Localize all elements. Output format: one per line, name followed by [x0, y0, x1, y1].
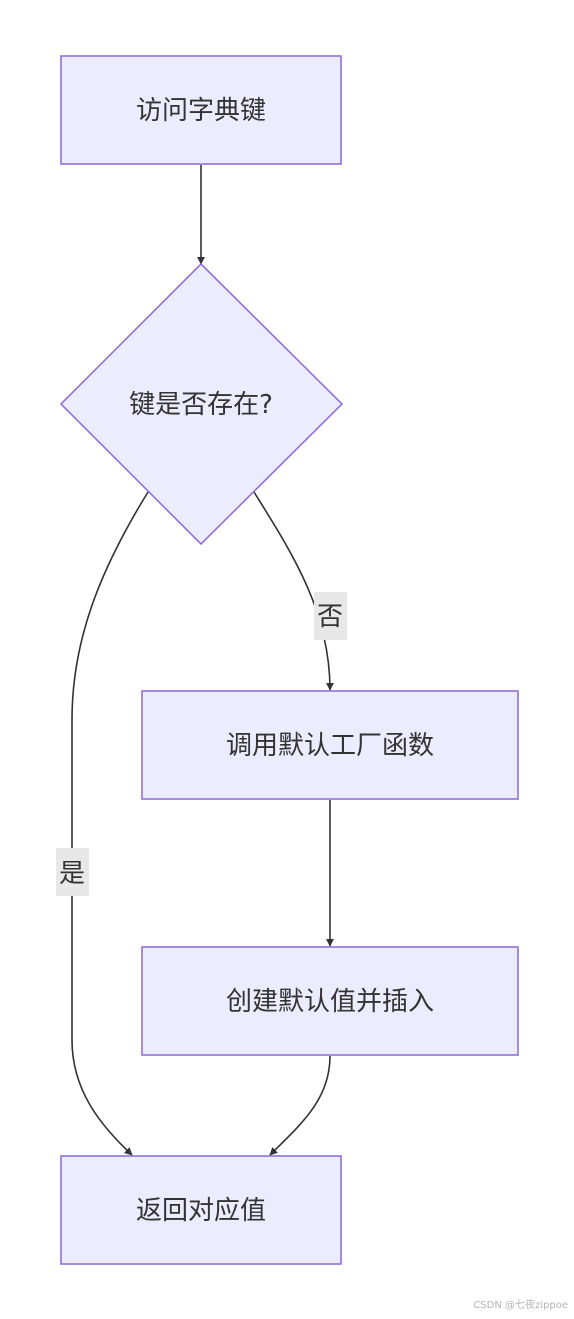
watermark: CSDN @七夜zippoe: [473, 1300, 568, 1311]
node-access-key-label: 访问字典键: [136, 96, 266, 126]
node-create-insert: 创建默认值并插入: [141, 946, 519, 1056]
edge-create-to-return: [269, 1055, 331, 1156]
node-create-insert-label: 创建默认值并插入: [226, 987, 434, 1017]
node-access-key: 访问字典键: [60, 55, 342, 165]
edge-label-no: 否: [314, 592, 347, 640]
edge-label-yes-text: 是: [59, 859, 85, 889]
edge-decision-no-to-factory: [253, 491, 334, 691]
node-return-value-label: 返回对应值: [136, 1196, 266, 1226]
node-call-factory: 调用默认工厂函数: [141, 690, 519, 800]
edge-label-yes: 是: [56, 848, 89, 896]
edge-decision-yes-to-return: [71, 491, 149, 1156]
node-key-exists-label: 键是否存在?: [129, 390, 273, 420]
node-return-value: 返回对应值: [60, 1155, 342, 1265]
node-key-exists-decision: 键是否存在?: [59, 262, 344, 546]
node-call-factory-label: 调用默认工厂函数: [226, 731, 434, 761]
edge-label-no-text: 否: [317, 602, 343, 632]
